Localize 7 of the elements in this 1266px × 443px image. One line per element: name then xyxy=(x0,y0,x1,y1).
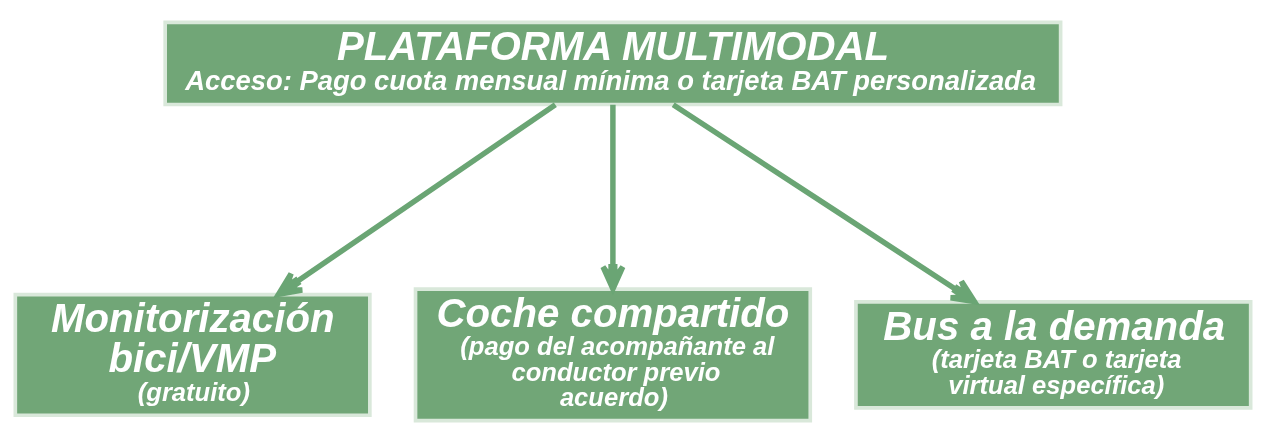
arrow xyxy=(275,102,557,297)
node-box: Bus a la demanda (tarjeta BAT o tarjeta virtual específica) xyxy=(854,300,1253,410)
node-box: Coche compartido (pago del acompañante al conductor previo acuerdo) xyxy=(413,287,813,423)
node-box: Monitorización bici/VMP (gratuito) xyxy=(13,292,372,418)
node-box: PLATAFORMA MULTIMODAL Acceso: Pago cuota mensual mínima o tarjeta BAT personalizada xyxy=(163,20,1063,107)
arrow xyxy=(600,104,626,292)
arrow xyxy=(671,102,978,305)
